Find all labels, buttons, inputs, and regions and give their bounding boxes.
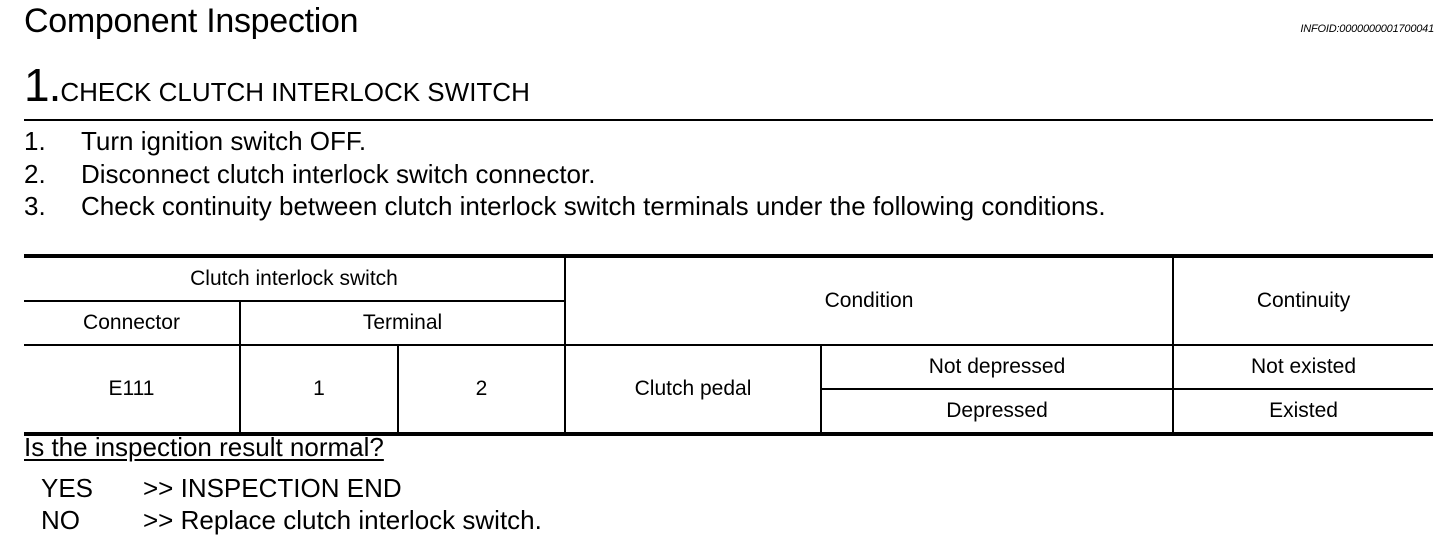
result-no-text: >> Replace clutch interlock switch. — [143, 505, 542, 535]
procedure-item-number: 2. — [24, 158, 46, 189]
condition-state-cell: Depressed — [821, 388, 1175, 435]
table-header-row: Clutch interlock switch Condition Contin… — [24, 255, 1434, 346]
terminal-b-cell: 2 — [397, 344, 566, 435]
continuity-cell: Existed — [1172, 388, 1434, 435]
condition-header: Condition — [563, 255, 1175, 346]
table-row: Depressed Existed — [24, 388, 1434, 435]
procedure-item-number: 3. — [24, 191, 46, 221]
terminal-a-cell: 1 — [239, 344, 399, 435]
step-heading: 1.CHECK CLUTCH INTERLOCK SWITCH — [24, 62, 530, 120]
result-no-key: NO — [41, 505, 80, 535]
procedure-item: 1. Turn ignition switch OFF. — [24, 125, 1106, 158]
connector-header: Connector — [24, 300, 241, 346]
switch-group-header: Clutch interlock switch — [24, 255, 566, 302]
condition-item-cell: Clutch pedal — [564, 344, 822, 435]
procedure-item-text: Disconnect clutch interlock switch conne… — [81, 158, 596, 189]
result-yes: YES >> INSPECTION END — [41, 472, 402, 504]
continuity-table: Clutch interlock switch Condition Contin… — [24, 254, 1434, 436]
result-yes-key: YES — [41, 473, 94, 503]
procedure-item-text: Check continuity between clutch interloc… — [81, 191, 1106, 221]
step-title: CHECK CLUTCH INTERLOCK SWITCH — [60, 77, 530, 107]
result-yes-text: >> INSPECTION END — [143, 473, 402, 503]
continuity-cell: Not existed — [1172, 344, 1434, 390]
step-number: 1. — [24, 59, 61, 111]
procedure-item: 3. Check continuity between clutch inter… — [24, 190, 1106, 223]
procedure-list: 1. Turn ignition switch OFF. 2. Disconne… — [24, 125, 1106, 223]
info-id: INFOID:0000000001700041 — [1300, 23, 1434, 35]
result-no: NO >> Replace clutch interlock switch. — [41, 504, 542, 536]
procedure-item: 2. Disconnect clutch interlock switch co… — [24, 158, 1106, 191]
inspection-question: Is the inspection result normal? — [24, 432, 384, 462]
continuity-header: Continuity — [1172, 255, 1434, 346]
connector-cell: E111 — [24, 344, 241, 435]
step-divider — [24, 119, 1433, 121]
table-row: E111 1 2 Clutch pedal Not depressed Not … — [24, 344, 1434, 435]
procedure-item-number: 1. — [24, 126, 46, 156]
table-subheader-row: Connector Terminal — [24, 300, 1433, 346]
section-title: Component Inspection — [24, 2, 359, 40]
procedure-item-text: Turn ignition switch OFF. — [81, 126, 367, 156]
terminal-header: Terminal — [239, 300, 565, 346]
condition-state-cell: Not depressed — [819, 344, 1175, 390]
